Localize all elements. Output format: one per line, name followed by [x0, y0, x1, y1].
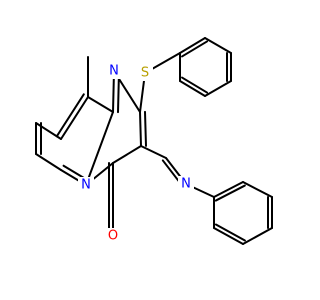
bond-phb-12-inner: [214, 184, 246, 202]
bond-c7-c6: [35, 153, 62, 171]
s-label-bg: [137, 65, 153, 81]
bond-c2-c3-inner: [143, 110, 147, 147]
bond-c9-c9a: [87, 96, 114, 113]
bond-phb-56: [213, 227, 244, 245]
bond-pha-12: [179, 37, 206, 54]
bond-phb-12: [213, 181, 244, 198]
bond-c9-c10: [60, 96, 89, 140]
molecule-structure-diagram: N N S O N: [35, 37, 273, 245]
bond-pha-56-inner: [181, 76, 209, 94]
n2-label-bg: [78, 177, 94, 193]
o-label-bg: [105, 228, 121, 244]
bond-pha-56: [179, 80, 206, 97]
bond-pha-12-inner: [181, 40, 209, 58]
atom-label-o: O: [108, 229, 118, 244]
bond-phb-56-inner: [214, 223, 246, 242]
atom-label-n2: N: [81, 178, 91, 193]
bond-pha-23: [204, 37, 232, 54]
bond-c9-c10-inner: [55, 93, 85, 138]
bond-c3-c4: [112, 145, 142, 164]
atom-label-n1: N: [109, 64, 119, 79]
bond-layer: [35, 37, 273, 245]
bond-c3-ch: [140, 145, 167, 159]
bond-phb-45: [242, 227, 273, 245]
atom-label-s: S: [141, 66, 149, 81]
n3-label-bg: [178, 176, 194, 192]
bond-c2-c3: [139, 111, 142, 147]
atom-label-layer: N N S O N: [78, 63, 194, 244]
atom-label-n3: N: [181, 177, 191, 192]
n1-label-bg: [106, 63, 122, 79]
bond-phb-23: [242, 181, 273, 198]
bond-n5-c9a: [85, 111, 114, 186]
bond-c10-c8: [35, 122, 62, 140]
bond-pha-45: [204, 80, 232, 97]
